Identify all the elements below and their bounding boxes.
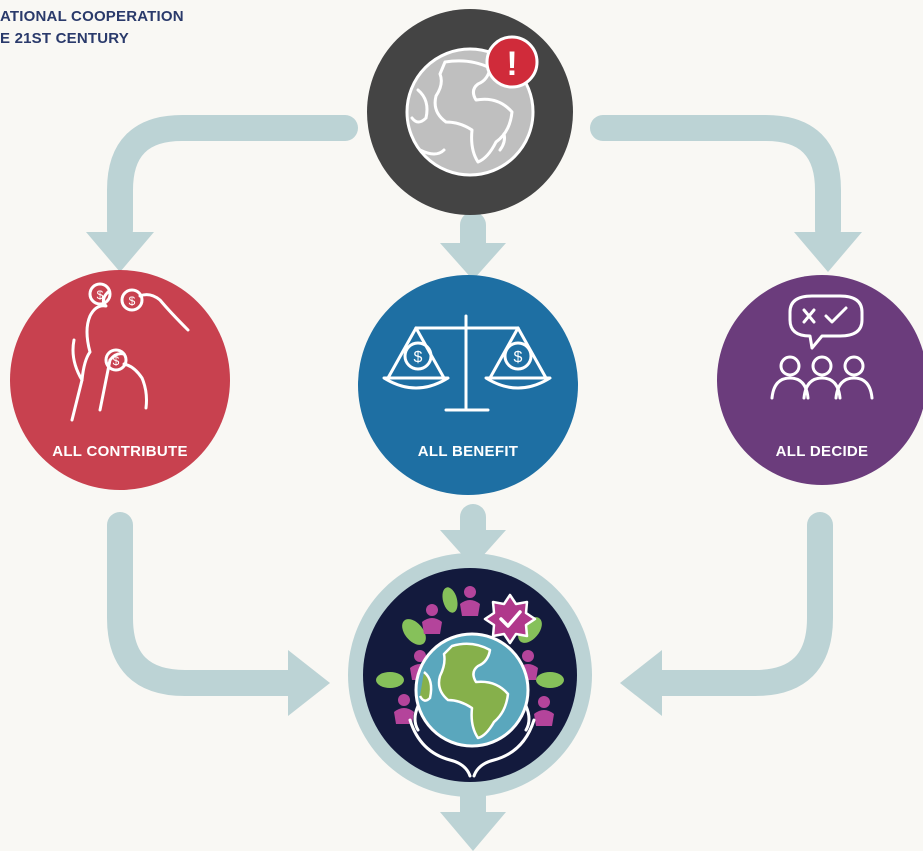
scales-icon: $ $ [382, 314, 552, 412]
title-line-1: ATIONAL COOPERATION [0, 8, 184, 25]
decide-circle [717, 275, 923, 485]
alert-badge: ! [485, 35, 539, 89]
svg-text:$: $ [514, 349, 523, 366]
arrowhead-outcome-left [288, 650, 330, 716]
arrow-top-to-decide [590, 115, 841, 243]
decide-label: ALL DECIDE [776, 443, 869, 460]
arrowhead-benefit [440, 243, 506, 280]
arrow-top-to-contribute [107, 115, 358, 243]
node-problem: ! [367, 9, 573, 215]
svg-text:$: $ [129, 294, 136, 308]
node-all-decide: ALL DECIDE [717, 275, 923, 485]
node-all-contribute: $ $ $ ALL CONTRIBUTE [10, 270, 230, 490]
arrow-contribute-to-outcome [107, 512, 303, 696]
check-badge [483, 593, 537, 645]
speech-people-icon [770, 294, 874, 400]
alert-badge-text: ! [506, 45, 517, 83]
contribute-label: ALL CONTRIBUTE [52, 443, 188, 460]
arrowhead-outcome-right [620, 650, 662, 716]
arrowhead-contribute [86, 232, 154, 272]
connector-arrows [107, 115, 841, 825]
benefit-circle [358, 275, 578, 495]
arrowhead-outcome-top [440, 530, 506, 567]
arrowhead-decide [794, 232, 862, 272]
arrow-heads [86, 232, 862, 851]
node-all-benefit: $ $ ALL BENEFIT [358, 275, 578, 495]
benefit-label: ALL BENEFIT [418, 443, 519, 460]
arrow-decide-to-outcome [647, 512, 833, 696]
earth-hands-icon [376, 586, 564, 778]
coins-hands-icon: $ $ $ [70, 282, 190, 422]
contribute-circle [10, 270, 230, 490]
title-line-2: E 21ST CENTURY [0, 30, 129, 47]
node-outcome [348, 553, 592, 797]
arrowhead-outcome-out [440, 812, 506, 851]
svg-text:$: $ [113, 354, 120, 368]
svg-text:$: $ [414, 349, 423, 366]
diagram-title: ATIONAL COOPERATION E 21ST CENTURY [0, 6, 184, 50]
svg-text:$: $ [97, 288, 104, 302]
